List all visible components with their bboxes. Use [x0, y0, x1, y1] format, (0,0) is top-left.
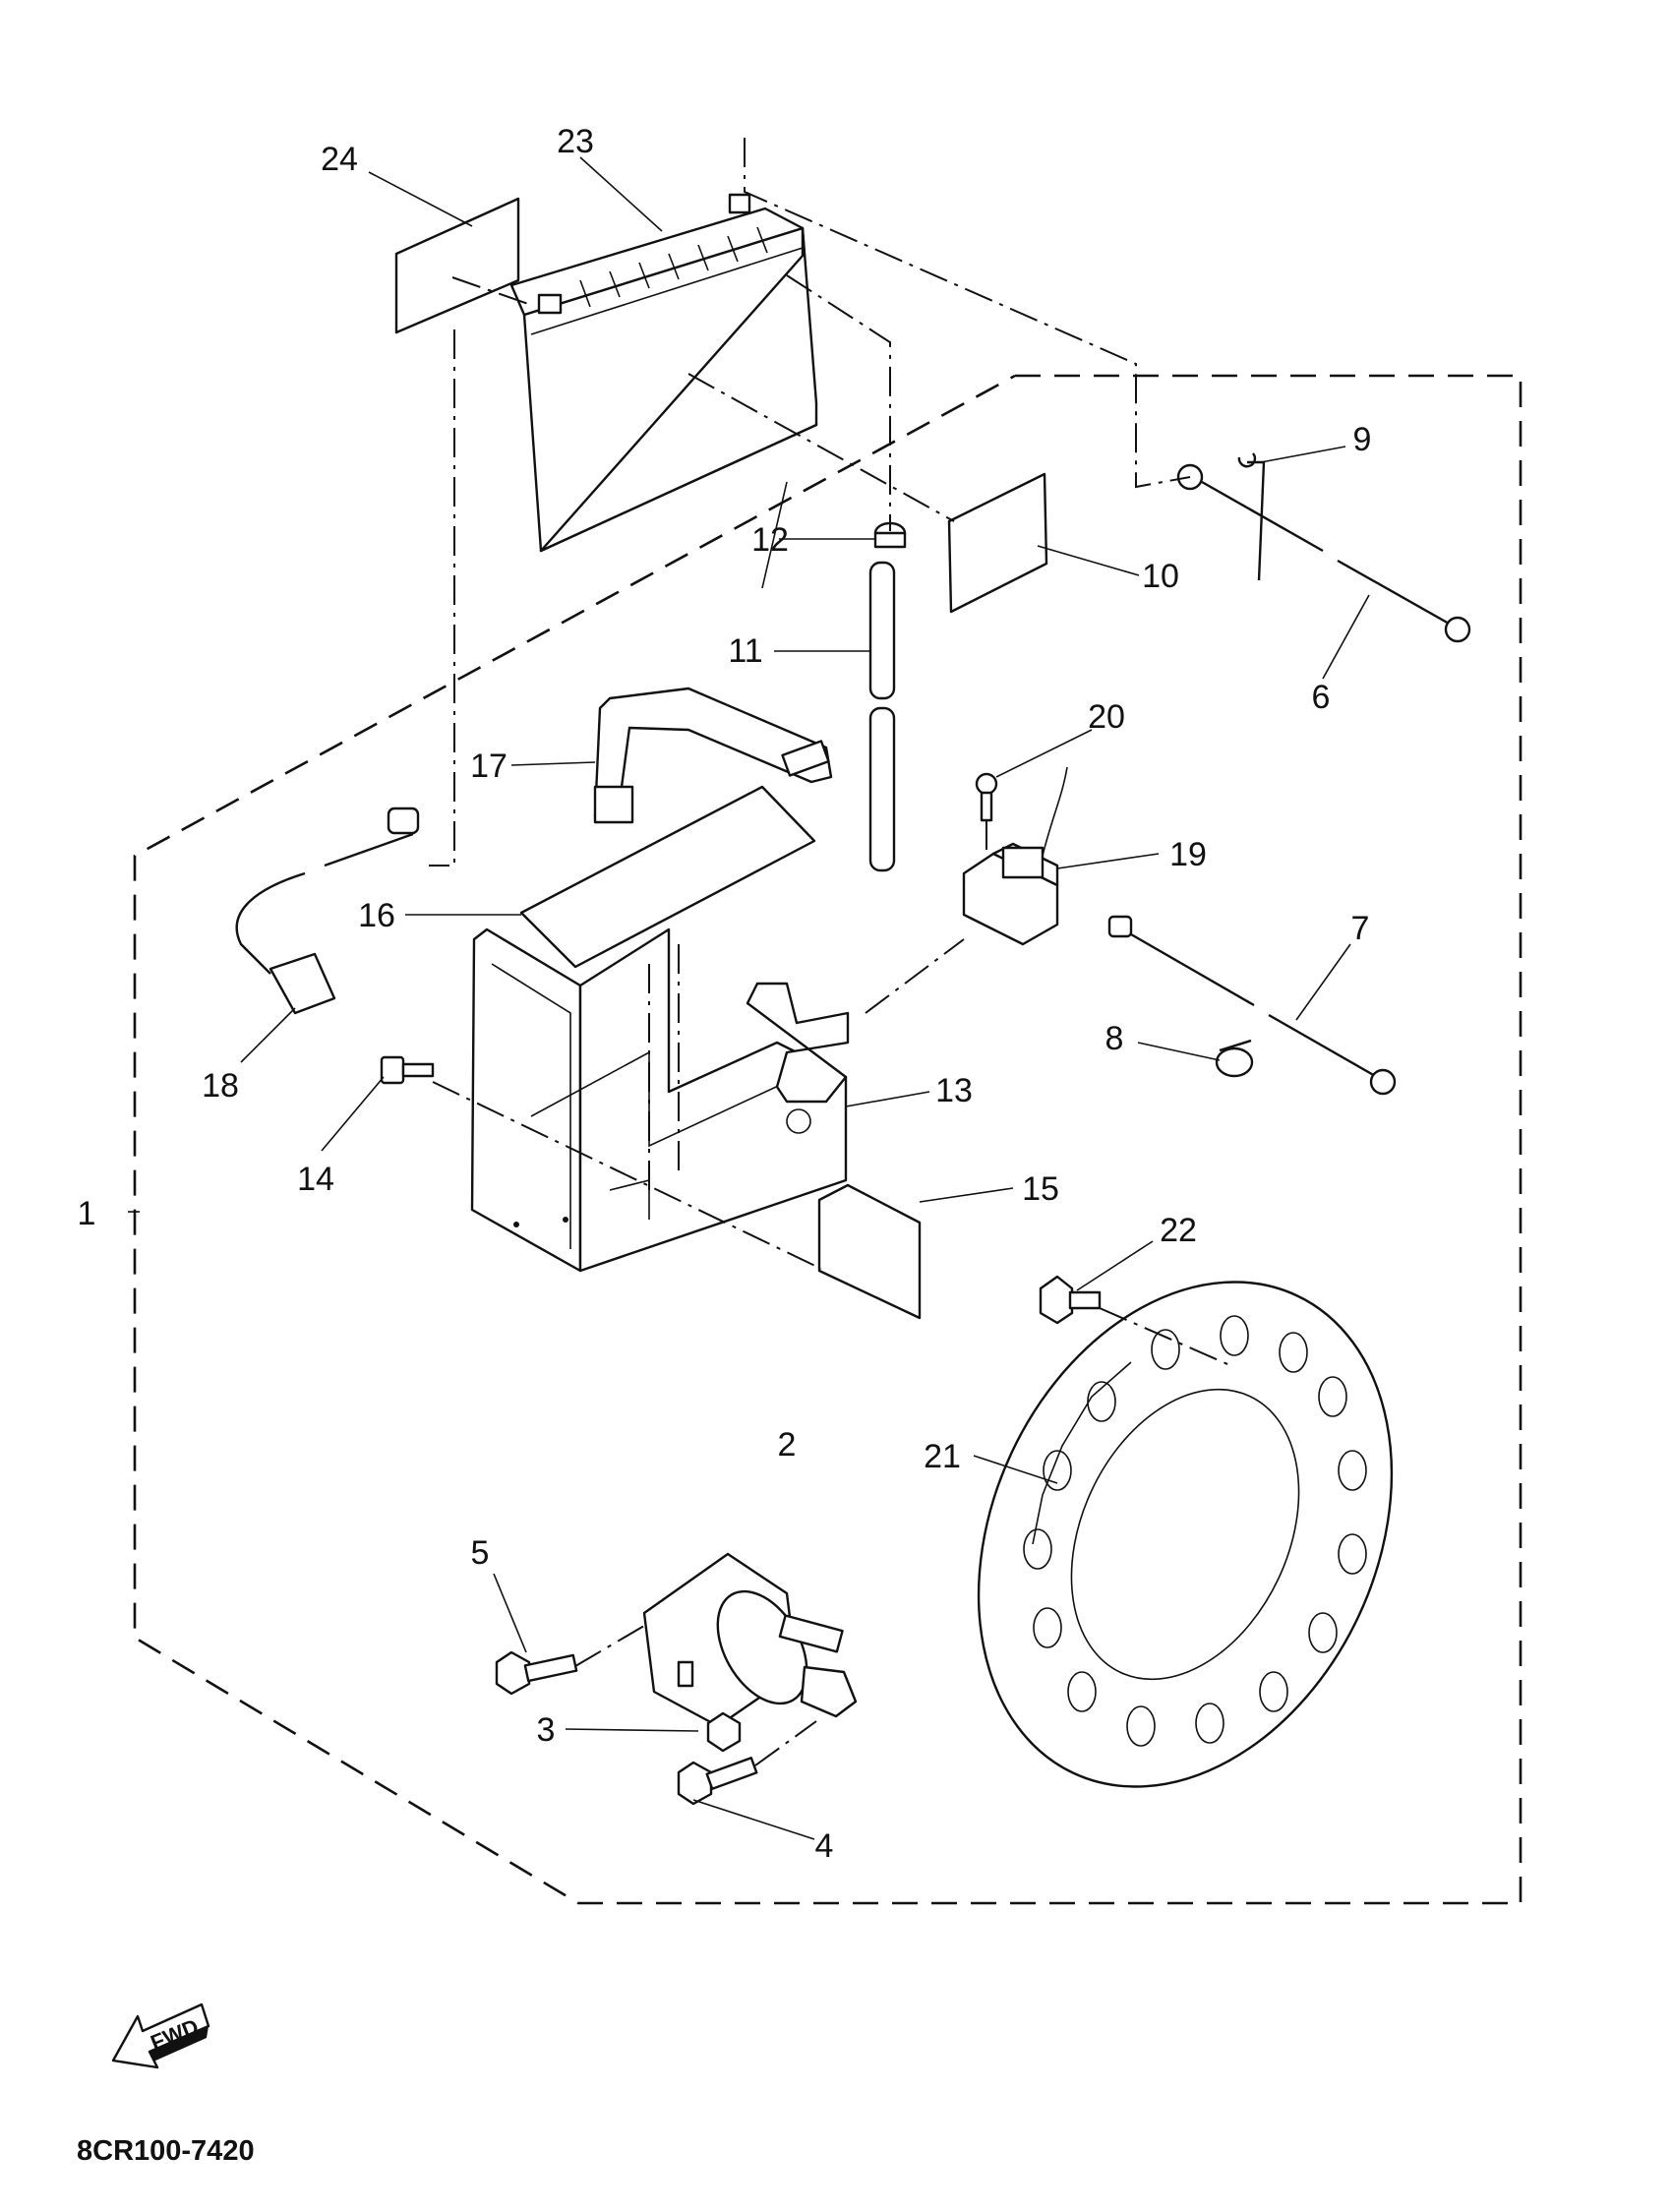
starter-motor[interactable]: [642, 1552, 858, 1728]
lead-holder[interactable]: [1215, 1039, 1254, 1078]
nut-3[interactable]: [706, 1711, 742, 1753]
starter-motor-lead[interactable]: [1107, 915, 1397, 1096]
battery-box[interactable]: [470, 927, 850, 1273]
positive-lead[interactable]: [1176, 463, 1471, 643]
callout-13: 13: [935, 1072, 973, 1109]
callout-21: 21: [924, 1438, 961, 1475]
callout-9: 9: [1353, 421, 1372, 458]
hose-clamp[interactable]: [873, 521, 907, 549]
callout-16: 16: [358, 897, 395, 934]
callout-labels: 1 2 3 4 5 6 7 8 9 10 11 12 13 14 15 16 1…: [78, 123, 1372, 1865]
bolt-22[interactable]: [1039, 1275, 1102, 1325]
battery[interactable]: [509, 193, 818, 553]
assembly-lines: [429, 138, 1235, 1766]
callout-10: 10: [1142, 558, 1179, 595]
callout-8: 8: [1105, 1020, 1124, 1057]
callout-22: 22: [1160, 1212, 1197, 1249]
callout-15: 15: [1022, 1170, 1059, 1208]
callout-12: 12: [751, 521, 789, 559]
diagram-code: 8CR100-7420: [77, 2135, 255, 2167]
negative-lead[interactable]: [235, 807, 420, 1015]
bolt-14[interactable]: [380, 1055, 435, 1085]
callout-18: 18: [202, 1067, 239, 1105]
callout-4: 4: [815, 1827, 834, 1865]
callout-23: 23: [557, 123, 594, 160]
battery-mat[interactable]: [519, 785, 816, 969]
callout-7: 7: [1351, 910, 1370, 947]
callout-5: 5: [471, 1534, 490, 1572]
callout-1: 1: [78, 1195, 96, 1232]
callout-6: 6: [1312, 679, 1331, 716]
battery-cover-plate[interactable]: [817, 1183, 922, 1320]
callout-24: 24: [321, 141, 358, 178]
starter-wheel-gear[interactable]: [900, 1215, 1470, 1855]
bolt-5[interactable]: [495, 1650, 578, 1696]
battery-band[interactable]: [593, 687, 833, 824]
bolt-4[interactable]: [677, 1757, 758, 1806]
leader-lines: [128, 156, 1370, 1840]
cable-clip[interactable]: [1237, 452, 1266, 581]
callout-14: 14: [297, 1161, 334, 1198]
callout-3: 3: [537, 1711, 556, 1749]
callout-19: 19: [1169, 836, 1207, 873]
battery-label-10: [947, 472, 1048, 614]
callout-2: 2: [778, 1426, 797, 1464]
battery-label-24: [394, 197, 520, 334]
callout-17: 17: [470, 747, 508, 785]
screw-20[interactable]: [975, 772, 998, 822]
starter-relay[interactable]: [962, 766, 1068, 946]
breather-hose[interactable]: [868, 561, 896, 872]
callout-11: 11: [728, 632, 762, 670]
callout-20: 20: [1088, 698, 1125, 736]
fwd-arrow-icon: FWD: [111, 2003, 210, 2069]
assembly-outline: [133, 374, 1523, 1905]
